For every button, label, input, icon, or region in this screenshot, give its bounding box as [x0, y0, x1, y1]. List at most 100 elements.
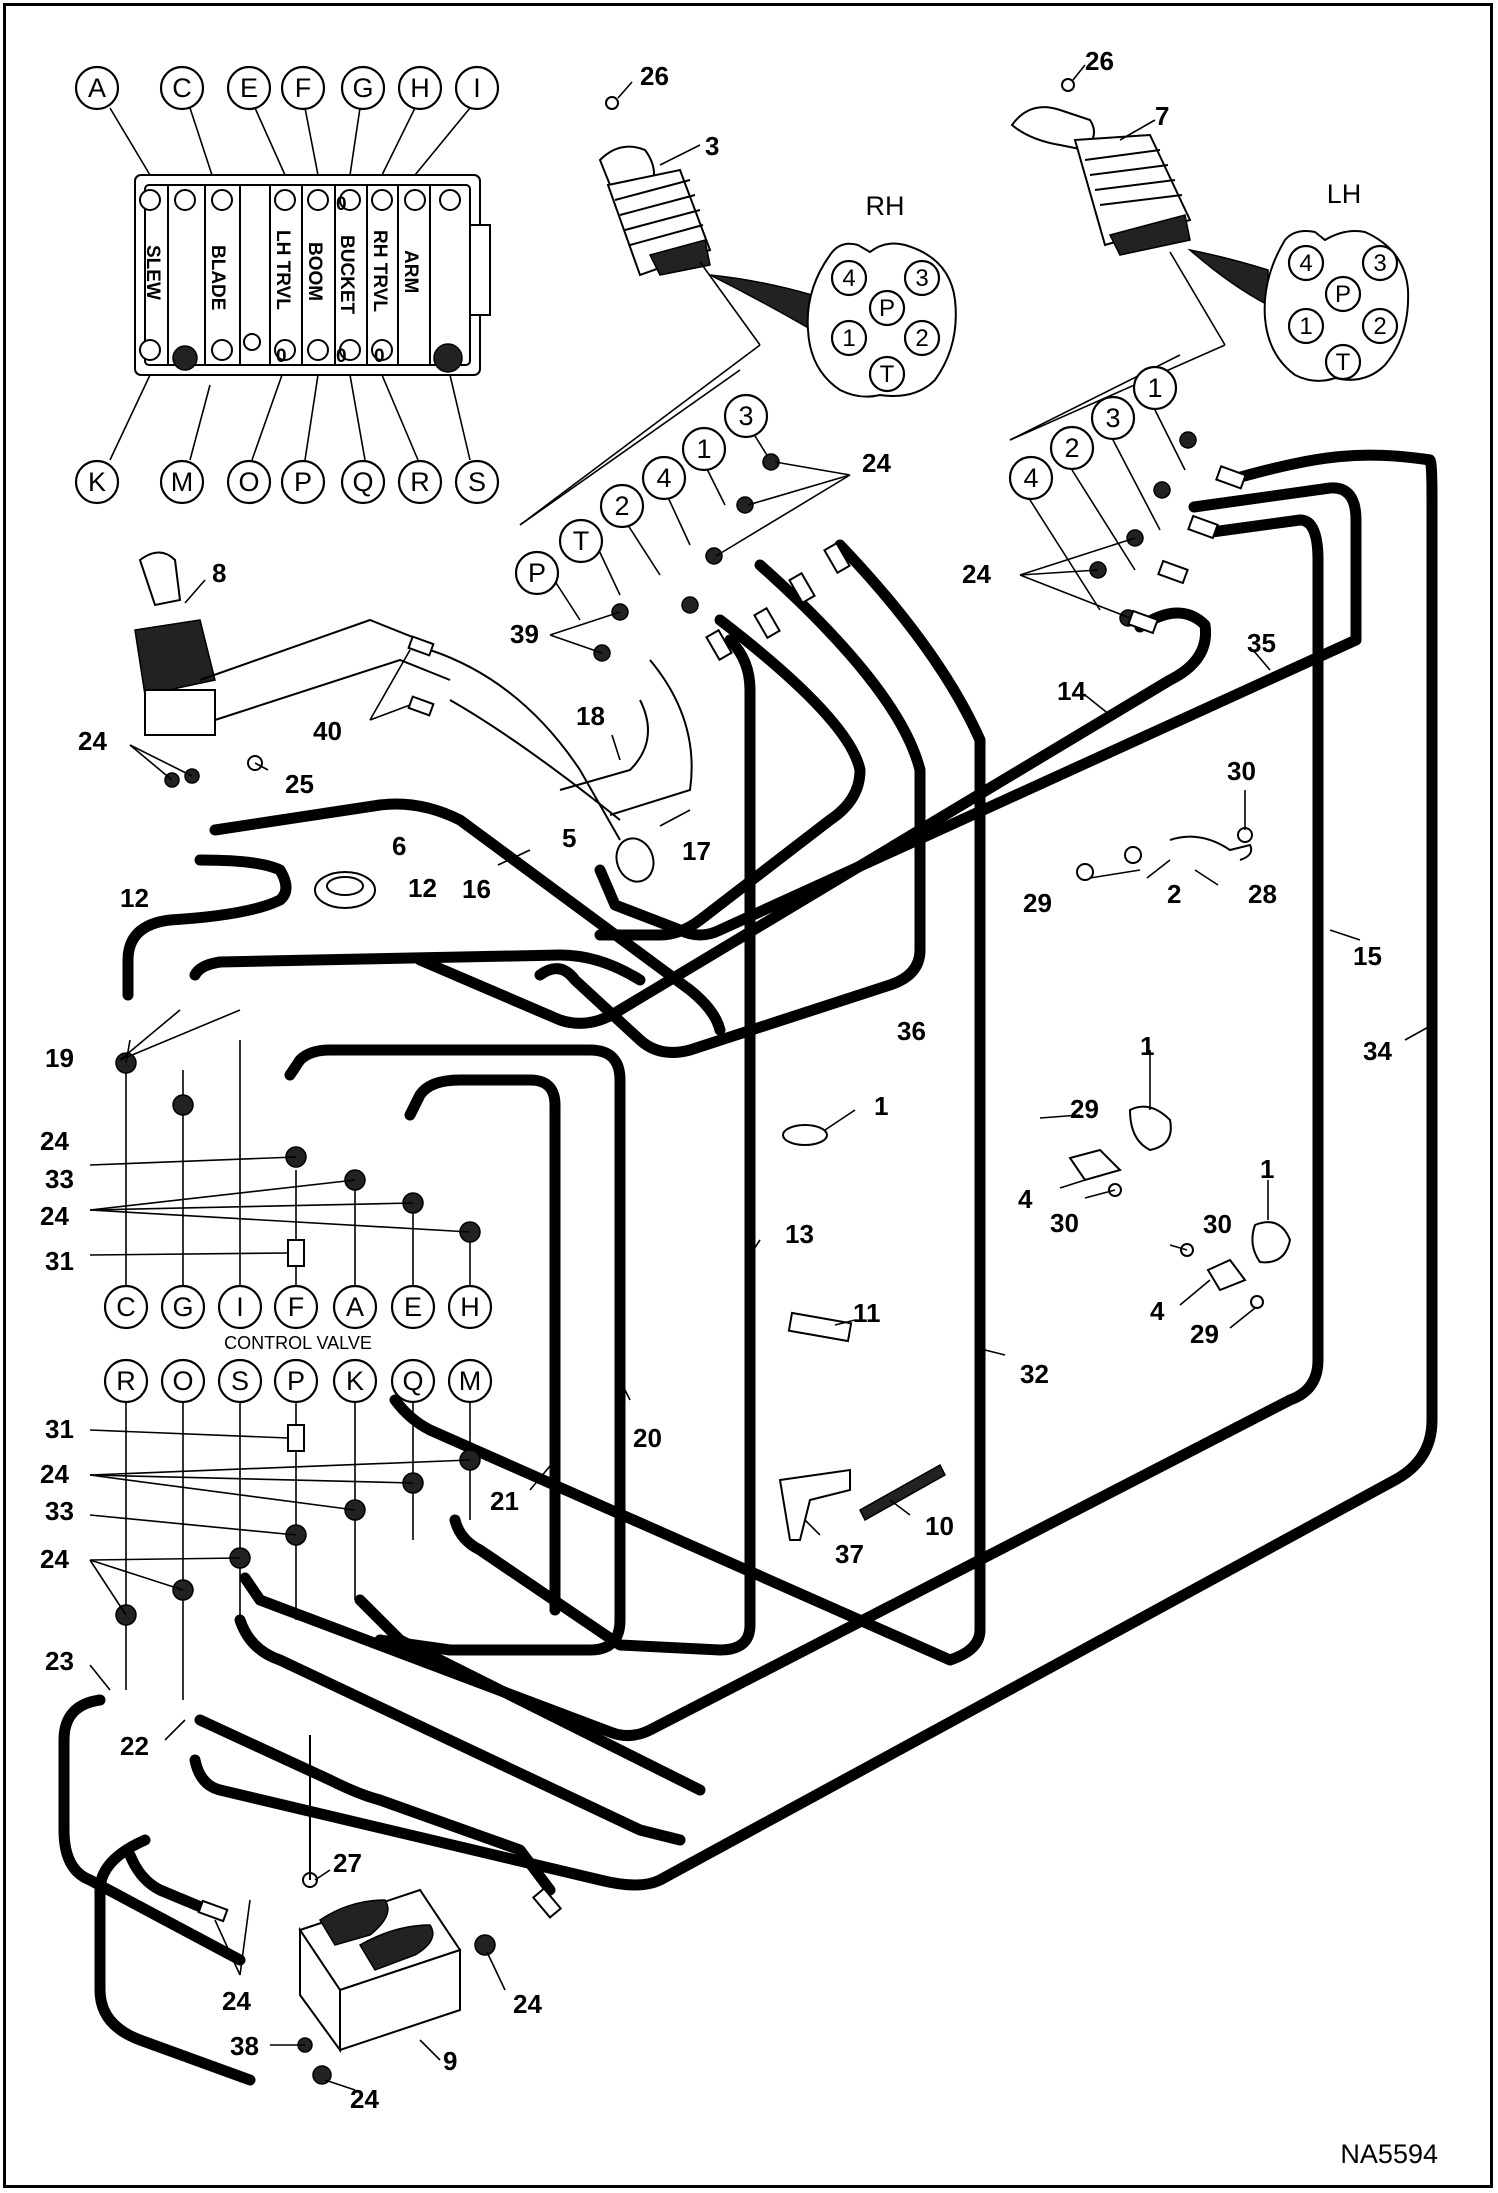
callout: 6	[392, 831, 406, 861]
valve-section-slew: SLEW	[142, 245, 163, 300]
rh-port-4: 4	[842, 265, 855, 292]
callout-leaders	[89, 64, 1433, 2091]
callout: 29	[1190, 1319, 1219, 1349]
rh-port-pattern: 4 3 P 1 2 T RH	[806, 191, 957, 398]
rh-joystick	[519, 96, 813, 526]
drawing-border	[3, 3, 1493, 2188]
callout: 9	[443, 2046, 457, 2076]
cv-label-h: H	[460, 1292, 480, 1322]
port-label-q: Q	[352, 467, 373, 497]
hose-36	[534, 559, 926, 1058]
callout: 31	[45, 1414, 74, 1444]
cv-label-k: K	[346, 1366, 364, 1396]
cv-label-m: M	[459, 1366, 482, 1396]
callout: 32	[1020, 1359, 1049, 1389]
valve-zero-mark: 0	[336, 194, 347, 215]
callout: 29	[1023, 888, 1052, 918]
rh-port-p: P	[879, 295, 895, 322]
lh-hose-port-labels: 4 2 3 1	[1008, 354, 1186, 611]
callout: 38	[230, 2031, 259, 2061]
lh-port-1: 1	[1299, 313, 1312, 340]
callout: 33	[45, 1164, 74, 1194]
callout: 30	[1227, 756, 1256, 786]
lh-title: LH	[1327, 179, 1362, 209]
callout: 35	[1247, 628, 1276, 658]
lh-port-3: 3	[1373, 250, 1386, 277]
hose-lower-a	[234, 1614, 686, 1846]
callout: 4	[1150, 1296, 1165, 1326]
hose-14	[414, 607, 1212, 1029]
hose-9-left	[94, 1834, 256, 2086]
callout: 30	[1203, 1209, 1232, 1239]
callout: 13	[785, 1219, 814, 1249]
valve-section-dividers	[167, 185, 431, 365]
hose-12b	[189, 949, 646, 986]
rh-port-2: 2	[915, 325, 928, 352]
callout: 30	[1050, 1208, 1079, 1238]
valve-ports	[139, 189, 463, 373]
port-label-k: K	[88, 467, 106, 497]
callout: 21	[490, 1486, 519, 1516]
callout: 20	[633, 1423, 662, 1453]
callout: 2	[1167, 879, 1181, 909]
valve-top-port-labels: A C E F G H I	[74, 65, 500, 111]
lh-hose-label-1: 1	[1147, 373, 1162, 403]
callout: 18	[576, 701, 605, 731]
port-label-s: S	[468, 467, 486, 497]
callout: 1	[1260, 1154, 1274, 1184]
callout: 1	[874, 1091, 888, 1121]
port-label-a: A	[88, 73, 106, 103]
port-label-c: C	[172, 73, 192, 103]
callout: 27	[333, 1848, 362, 1878]
callout: 24	[513, 1989, 542, 2019]
valve-zero-mark: 0	[276, 346, 287, 367]
callout: 24	[40, 1126, 69, 1156]
callout: 40	[313, 716, 342, 746]
callout: 24	[40, 1544, 69, 1574]
valve-bottom-port-labels: K M O P Q R S	[74, 459, 500, 505]
rh-hose-label-p: P	[528, 558, 546, 588]
callout: 22	[120, 1731, 149, 1761]
cv-label-i: I	[236, 1292, 244, 1322]
port-label-i: I	[473, 73, 481, 103]
cv-label-s: S	[231, 1366, 249, 1396]
cv-label-q: Q	[402, 1366, 423, 1396]
valve-section-lh-trvl: LH TRVL	[272, 230, 293, 310]
cv-row1-fittings	[115, 1040, 481, 1290]
rh-hose-label-1: 1	[696, 434, 711, 464]
cv-label-f: F	[288, 1292, 305, 1322]
valve-zero-mark: 0	[374, 346, 385, 367]
callout: 8	[212, 558, 226, 588]
callout: 31	[45, 1246, 74, 1276]
valve-section-arm: ARM	[400, 250, 421, 293]
lh-port-t: T	[1336, 349, 1351, 376]
port-label-g: G	[352, 73, 373, 103]
callout: 24	[862, 448, 891, 478]
callout: 28	[1248, 879, 1277, 909]
callout: 37	[835, 1539, 864, 1569]
valve-section-rh-trvl: RH TRVL	[369, 230, 390, 312]
callout: 19	[45, 1043, 74, 1073]
hose-22	[194, 1714, 556, 1896]
pilot-control-8	[134, 551, 693, 909]
cv-label-o: O	[172, 1366, 193, 1396]
port-label-p: P	[294, 467, 312, 497]
port-label-f: F	[295, 73, 312, 103]
rh-port-3: 3	[915, 265, 928, 292]
hose-12	[122, 854, 292, 1001]
callout: 26	[640, 61, 669, 91]
cv-label-p: P	[287, 1366, 305, 1396]
hose-20	[284, 1044, 626, 1656]
callout: 24	[40, 1201, 69, 1231]
cv-label-e: E	[404, 1292, 422, 1322]
rh-hose-label-3: 3	[738, 401, 753, 431]
callout: 34	[1363, 1036, 1392, 1066]
callout: 4	[1018, 1184, 1033, 1214]
callout: 23	[45, 1646, 74, 1676]
lh-hose-label-2: 2	[1064, 433, 1079, 463]
hose-23	[58, 1694, 246, 1966]
lh-port-4: 4	[1299, 250, 1312, 277]
hose-9-b	[124, 1849, 226, 1921]
cv-label-g: G	[172, 1292, 193, 1322]
